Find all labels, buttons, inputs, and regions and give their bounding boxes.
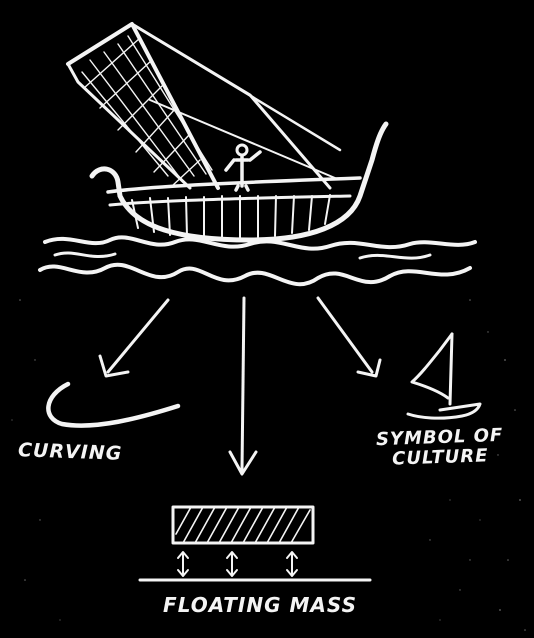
curving-stroke bbox=[46, 381, 181, 428]
boat-drawing bbox=[38, 22, 477, 287]
person-figure bbox=[224, 143, 262, 192]
chalk-speckle-texture bbox=[11, 299, 526, 631]
sailboat-symbol bbox=[406, 332, 482, 420]
hull-ribs bbox=[131, 194, 331, 239]
floating-mass-diagram bbox=[138, 505, 372, 582]
curving-label: CURVING bbox=[17, 439, 123, 465]
symbol-of-culture-label: SYMBOL of CULTURE bbox=[375, 425, 504, 470]
water-waves bbox=[38, 235, 477, 287]
sail-hatching bbox=[81, 35, 213, 187]
floating-mass-label: FLOATING MASS bbox=[163, 593, 357, 617]
symbol-label-line2: CULTURE bbox=[391, 445, 489, 470]
concept-arrows bbox=[98, 296, 382, 476]
